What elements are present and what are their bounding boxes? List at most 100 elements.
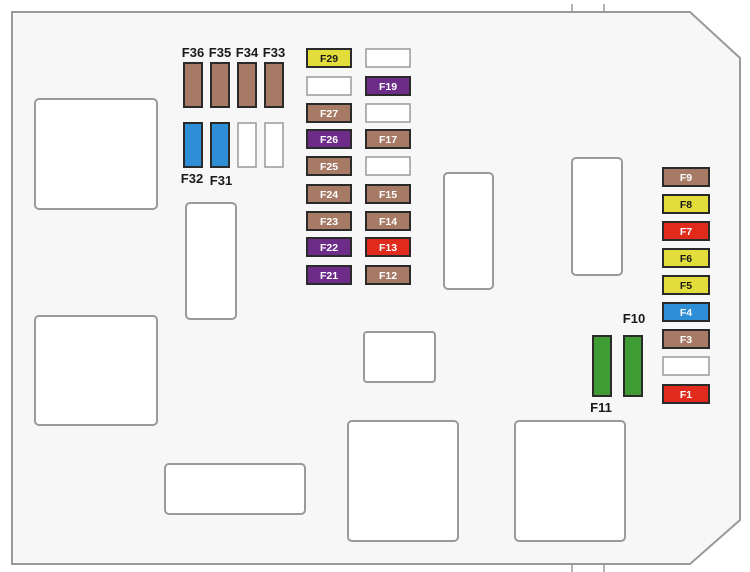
fuse-body bbox=[264, 62, 284, 108]
relay-box bbox=[34, 98, 158, 210]
fuse: F8 bbox=[662, 194, 710, 214]
fuse: F29 bbox=[306, 48, 352, 68]
fuse-label: F24 bbox=[320, 189, 338, 201]
fuse-body bbox=[306, 184, 352, 204]
fuse: F24 bbox=[306, 184, 352, 204]
fuse-body bbox=[662, 194, 710, 214]
fuse-body bbox=[365, 237, 411, 257]
relay-box bbox=[185, 202, 237, 320]
fuse: F27 bbox=[306, 103, 352, 123]
fuse-body bbox=[306, 265, 352, 285]
fuse-label: F31 bbox=[210, 173, 232, 188]
fuse-label: F9 bbox=[680, 172, 692, 184]
fuse-label: F3 bbox=[680, 334, 692, 346]
fuse: F4 bbox=[662, 302, 710, 322]
fuse-label: F32 bbox=[181, 171, 203, 186]
fuse-body bbox=[662, 248, 710, 268]
fuse-body bbox=[365, 76, 411, 96]
fuse: F35 bbox=[209, 45, 231, 108]
fuse-body bbox=[210, 62, 230, 108]
fuse-label: F5 bbox=[680, 280, 692, 292]
fuse-label: F17 bbox=[379, 134, 397, 146]
fuse-body bbox=[210, 122, 230, 168]
fuse-label: F29 bbox=[320, 53, 338, 65]
fuse: F14 bbox=[365, 211, 411, 231]
fuse-body bbox=[264, 122, 284, 168]
fuse-label: F33 bbox=[263, 45, 285, 60]
fuse: F1 bbox=[662, 384, 710, 404]
fuse bbox=[365, 156, 411, 176]
fuse: F6 bbox=[662, 248, 710, 268]
fuse: F11 bbox=[590, 335, 612, 415]
fuse: F17 bbox=[365, 129, 411, 149]
fuse-label: F6 bbox=[680, 253, 692, 265]
fuse-body bbox=[306, 237, 352, 257]
fuse: F23 bbox=[306, 211, 352, 231]
fuse: F19 bbox=[365, 76, 411, 96]
fuse-body bbox=[365, 184, 411, 204]
fuse-label: F13 bbox=[379, 242, 397, 254]
fuse: F32 bbox=[181, 122, 203, 186]
fuse-label: F25 bbox=[320, 161, 338, 173]
fuse-body bbox=[306, 211, 352, 231]
fuse-body bbox=[306, 156, 352, 176]
fuse-label: F1 bbox=[680, 389, 692, 401]
fuse-label: F10 bbox=[623, 311, 645, 326]
fuse-label: F35 bbox=[209, 45, 231, 60]
fuse-body bbox=[365, 265, 411, 285]
fuse-body bbox=[662, 356, 710, 376]
fuse: F15 bbox=[365, 184, 411, 204]
fuse-label: F19 bbox=[379, 81, 397, 93]
fuse-body bbox=[365, 156, 411, 176]
fuse bbox=[365, 103, 411, 123]
fuse-body bbox=[183, 122, 203, 168]
fuse-body bbox=[662, 221, 710, 241]
relay-boxes bbox=[34, 98, 626, 542]
fuse bbox=[662, 356, 710, 376]
fuse-body bbox=[365, 48, 411, 68]
fuse-body bbox=[662, 302, 710, 322]
fuse bbox=[237, 122, 257, 168]
fuse-label: F15 bbox=[379, 189, 397, 201]
fuse bbox=[306, 76, 352, 96]
fuse-body bbox=[306, 103, 352, 123]
fuse: F33 bbox=[263, 45, 285, 108]
fuse-body bbox=[662, 329, 710, 349]
fuse-body bbox=[365, 129, 411, 149]
fuse-label: F12 bbox=[379, 270, 397, 282]
relay-box bbox=[514, 420, 626, 542]
fuse-label: F14 bbox=[379, 216, 397, 228]
fuse-body bbox=[662, 167, 710, 187]
fuse-body bbox=[662, 384, 710, 404]
fuse: F36 bbox=[182, 45, 204, 108]
fuse-body bbox=[662, 275, 710, 295]
fuse: F10 bbox=[623, 311, 645, 397]
fuse-label: F36 bbox=[182, 45, 204, 60]
fuse-body bbox=[237, 62, 257, 108]
fuse: F26 bbox=[306, 129, 352, 149]
fuse: F7 bbox=[662, 221, 710, 241]
relay-box bbox=[34, 315, 158, 426]
fuse-label: F7 bbox=[680, 226, 692, 238]
fuse-body bbox=[306, 48, 352, 68]
fuse-body bbox=[306, 129, 352, 149]
fuse: F22 bbox=[306, 237, 352, 257]
fuse-label: F21 bbox=[320, 270, 338, 282]
fuse: F13 bbox=[365, 237, 411, 257]
relay-box bbox=[571, 157, 623, 276]
relay-box bbox=[347, 420, 459, 542]
fuse-label: F26 bbox=[320, 134, 338, 146]
fuse-body bbox=[365, 103, 411, 123]
fuse-body bbox=[623, 335, 643, 397]
fuse-body bbox=[183, 62, 203, 108]
relay-box bbox=[443, 172, 494, 290]
fuse-label: F4 bbox=[680, 307, 692, 319]
fuse: F5 bbox=[662, 275, 710, 295]
fuse-body bbox=[237, 122, 257, 168]
fuse: F34 bbox=[236, 45, 259, 108]
fuse-label: F34 bbox=[236, 45, 259, 60]
fuse-label: F11 bbox=[590, 400, 612, 415]
relay-box bbox=[164, 463, 306, 515]
fuse bbox=[264, 122, 284, 168]
fuse: F31 bbox=[210, 122, 232, 188]
